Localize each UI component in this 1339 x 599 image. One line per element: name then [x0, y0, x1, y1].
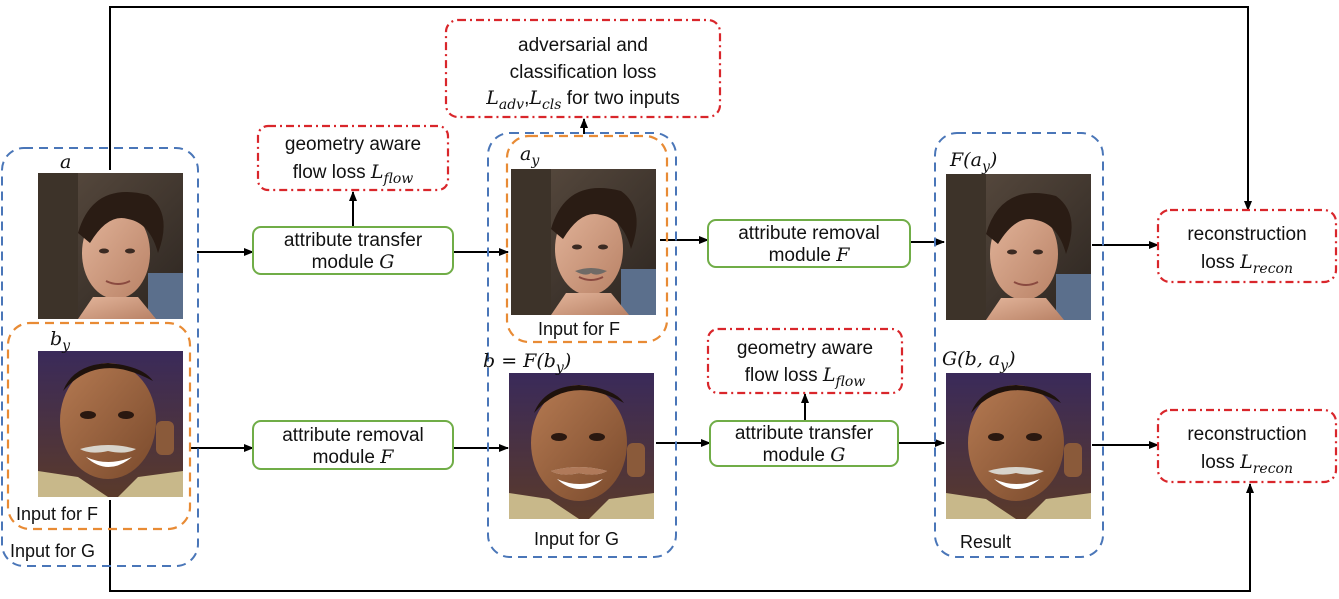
svg-text:module G: module G [312, 251, 395, 273]
module-removal-top: attribute removal module F [707, 219, 911, 268]
group-input-for-F-left [6, 321, 192, 531]
label-a: a [60, 151, 71, 173]
svg-text:reconstruction: reconstruction [1187, 224, 1306, 245]
label-ay: ay [520, 143, 540, 169]
svg-text:flow loss Lflow: flow loss Lflow [293, 161, 414, 187]
group-input-for-F-mid [505, 134, 669, 344]
svg-text:geometry aware: geometry aware [737, 338, 873, 359]
top-loop-line [109, 6, 1252, 211]
label-Fay: F(ay) [949, 149, 997, 175]
label-input-for-F-mid: Input for F [538, 319, 620, 339]
label-input-for-G-mid: Input for G [534, 529, 619, 549]
svg-text:module F: module F [769, 244, 851, 266]
loss-flow-bottom: geometry aware flow loss Lflow [706, 327, 904, 395]
svg-text:reconstruction: reconstruction [1187, 424, 1306, 445]
label-input-for-G-left: Input for G [10, 541, 95, 561]
face-b-image [509, 373, 654, 519]
svg-text:module G: module G [763, 444, 846, 466]
group-result [934, 132, 1104, 558]
svg-text:loss Lrecon: loss Lrecon [1201, 451, 1293, 477]
face-Fay-image [946, 174, 1091, 320]
label-by: by [50, 328, 71, 354]
face-by-image [38, 351, 183, 497]
svg-text:geometry aware: geometry aware [285, 134, 421, 155]
group-input-for-G-mid [487, 132, 677, 558]
svg-text:adversarial and: adversarial and [518, 35, 648, 56]
svg-text:attribute transfer: attribute transfer [284, 230, 423, 251]
svg-text:module F: module F [313, 446, 395, 468]
svg-text:attribute removal: attribute removal [282, 425, 424, 446]
svg-text:flow loss Lflow: flow loss Lflow [745, 364, 866, 390]
bottom-loop-line [109, 483, 1254, 592]
loss-recon-bottom: reconstruction loss Lrecon [1156, 408, 1338, 484]
face-Gb-image [946, 373, 1091, 519]
label-result: Result [960, 532, 1011, 552]
svg-text:attribute transfer: attribute transfer [735, 423, 874, 444]
module-removal-bottom-left: attribute removal module F [252, 420, 454, 470]
label-b-eq: b = F(by) [483, 350, 571, 376]
svg-text:attribute removal: attribute removal [738, 223, 880, 244]
group-input-for-G-left [1, 147, 199, 567]
module-transfer-bottom: attribute transfer module G [709, 420, 899, 467]
loss-flow-top: geometry aware flow loss Lflow [256, 124, 450, 192]
loss-adversarial: adversarial and classification loss Ladv… [444, 18, 722, 119]
face-ay-image [511, 169, 656, 315]
svg-text:classification loss: classification loss [510, 62, 657, 83]
label-input-for-F-left: Input for F [16, 504, 98, 524]
module-transfer-top: attribute transfer module G [252, 226, 454, 275]
loss-recon-top: reconstruction loss Lrecon [1156, 208, 1338, 284]
svg-text:loss Lrecon: loss Lrecon [1201, 251, 1293, 277]
label-Gb: G(b, ay) [942, 348, 1016, 374]
face-a-image [38, 173, 183, 319]
svg-text:Ladv,Lcls for two inputs: Ladv,Lcls for two inputs [485, 87, 680, 113]
